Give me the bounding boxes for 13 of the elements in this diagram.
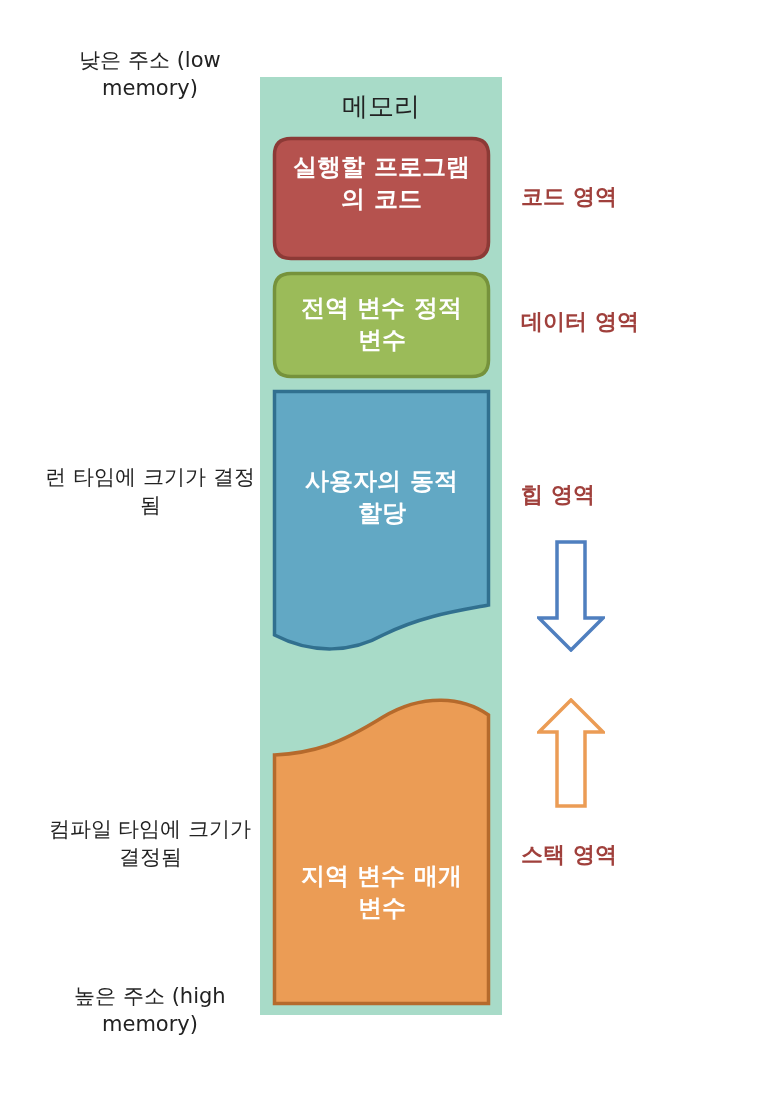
- address-note: 컴파일 타임에 크기가 결정됨: [47, 816, 253, 871]
- address-note: 런 타임에 크기가 결정됨: [45, 464, 255, 519]
- block-text: 실행할 프로그램의 코드: [292, 152, 471, 215]
- region-label: 스택 영역: [521, 841, 618, 869]
- region-label: 데이터 영역: [521, 308, 640, 336]
- column-title: 메모리: [341, 90, 421, 123]
- region-label: 힙 영역: [521, 481, 596, 509]
- block-text: 사용자의 동적 할당: [304, 466, 459, 529]
- block-text: 전역 변수 정적 변수: [300, 293, 463, 356]
- address-note: 낮은 주소 (low memory): [78, 47, 222, 102]
- address-note: 높은 주소 (high memory): [73, 983, 227, 1038]
- block-text: 지역 변수 매개변수: [300, 861, 463, 924]
- region-label: 코드 영역: [521, 183, 618, 211]
